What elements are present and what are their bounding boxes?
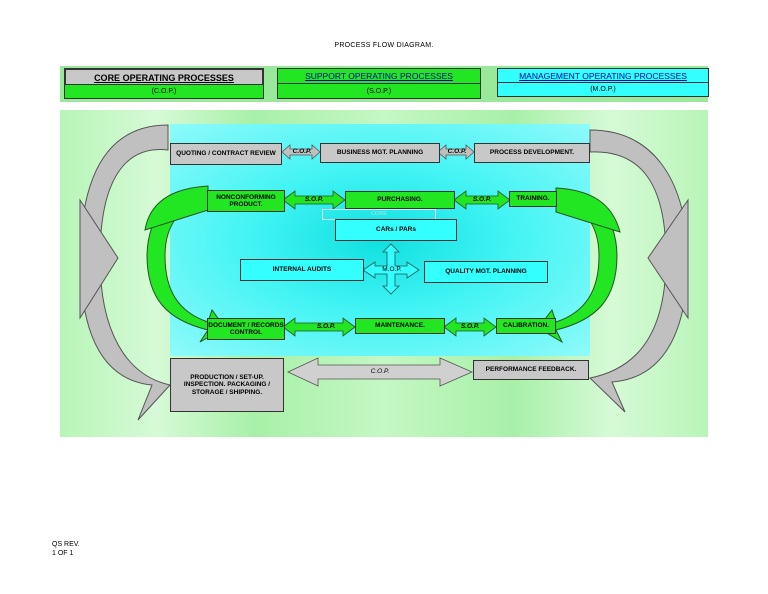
node-maintenance: MAINTENANCE. bbox=[355, 318, 445, 334]
right-curved-arrow-shape bbox=[588, 129, 689, 413]
connector-label-cop2: C.O.P. bbox=[447, 148, 467, 155]
header-management-label: MANAGEMENT OPERATING PROCESSES bbox=[519, 70, 687, 81]
connector-label-sop3: S.O.P. bbox=[316, 323, 336, 330]
connector-label-sop4: S.O.P. bbox=[460, 323, 480, 330]
node-document-records-control: DOCUMENT / RECORDS CONTROL bbox=[207, 318, 285, 340]
connector-label-cop-bottom: C.O.P. bbox=[370, 368, 390, 375]
node-calibration: CALIBRATION. bbox=[496, 318, 556, 334]
header-management-sub: (M.O.P.) bbox=[497, 82, 709, 97]
node-performance-feedback: PERFORMANCE FEEDBACK. bbox=[473, 360, 589, 380]
left-green-arrow-upper bbox=[144, 185, 209, 231]
node-quality-mgt-planning: QUALITY MGT. PLANNING bbox=[424, 261, 548, 283]
left-curved-arrow-shape bbox=[79, 124, 171, 421]
header-support-label: SUPPORT OPERATING PROCESSES bbox=[305, 71, 453, 81]
node-training: TRAINING. bbox=[509, 191, 557, 207]
footer-page-count: 1 OF 1 bbox=[52, 550, 74, 557]
node-business-mgt-planning: BUSINESS MGT. PLANNING bbox=[320, 143, 440, 163]
node-internal-audits: INTERNAL AUDITS bbox=[240, 259, 364, 281]
node-purchasing: PURCHASING. bbox=[345, 191, 455, 209]
node-production-setup: PRODUCTION / SET-UP. INSPECTION. PACKAGI… bbox=[170, 358, 284, 412]
page-title: PROCESS FLOW DIAGRAM. bbox=[334, 42, 434, 49]
header-core-label: CORE OPERATING PROCESSES bbox=[94, 72, 234, 83]
node-cars-pars: CARs / PARs bbox=[335, 219, 457, 241]
left-arrow-head bbox=[79, 198, 119, 320]
node-nonconforming-product: NONCONFORMING PRODUCT. bbox=[207, 190, 285, 212]
header-core-sub: (C.O.P.) bbox=[64, 84, 264, 99]
connector-arrow-cop-bottom bbox=[287, 357, 473, 387]
header-support-sub: (S.O.P.) bbox=[277, 83, 481, 99]
connector-label-sop2: S.O.P. bbox=[472, 196, 492, 203]
connector-label-sop1: S.O.P. bbox=[304, 196, 324, 203]
connector-label-mop: M.O.P. bbox=[382, 266, 402, 273]
connector-arrow-mop bbox=[362, 243, 420, 295]
footer-revision: QS REV. bbox=[52, 541, 80, 548]
connector-label-cop1: C.O.P. bbox=[292, 148, 312, 155]
right-arrow-head bbox=[647, 198, 689, 320]
node-process-development: PROCESS DEVELOPMENT. bbox=[474, 143, 590, 163]
right-green-arrow-upper bbox=[555, 187, 621, 233]
node-quoting-contract-review: QUOTING / CONTRACT REVIEW bbox=[170, 143, 282, 165]
